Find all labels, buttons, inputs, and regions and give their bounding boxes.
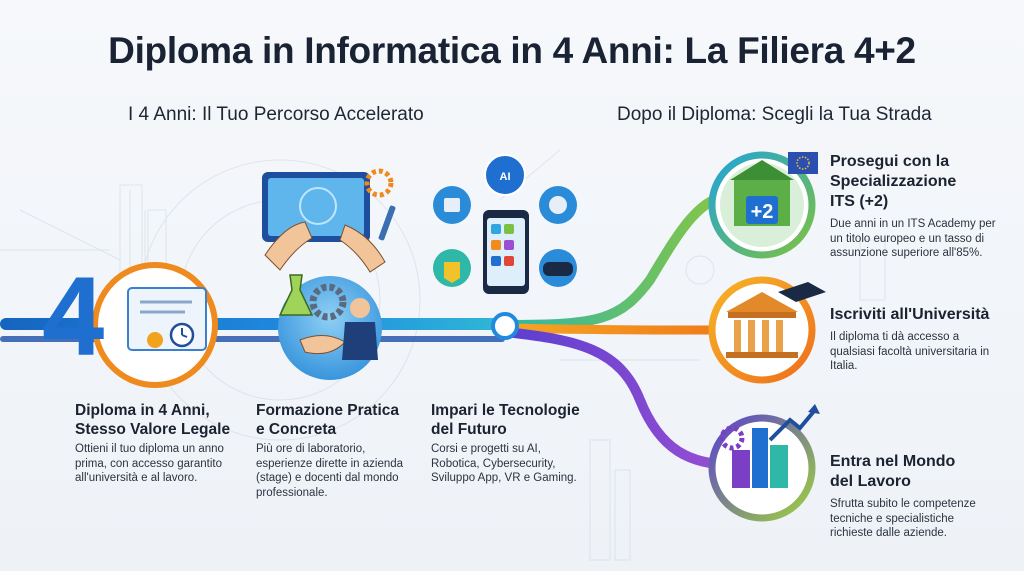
page-title: Diploma in Informatica in 4 Anni: La Fil… bbox=[108, 30, 916, 71]
handshake-lab-icon bbox=[278, 274, 382, 380]
path-work-desc: Sfrutta subito le competenze tecniche e … bbox=[830, 498, 976, 539]
path-work-line bbox=[500, 327, 740, 470]
big-four-number: 4 bbox=[42, 254, 105, 379]
university-icon bbox=[708, 276, 826, 384]
its-academy-icon bbox=[708, 151, 818, 259]
step-card-2: Formazione Pratica e Concreta Più ore di… bbox=[256, 401, 416, 500]
right-section-heading: Dopo il Diploma: Scegli la Tua Strada bbox=[617, 104, 932, 125]
path-university-title: Iscriviti all'Università bbox=[830, 306, 990, 323]
step-card-3: Impari le Tecnologie del Futuro Corsi e … bbox=[431, 401, 591, 486]
ai-label: AI bbox=[500, 171, 511, 183]
its-badge: +2 bbox=[751, 201, 774, 223]
diploma-certificate-icon bbox=[92, 262, 218, 388]
step-card-1: Diploma in 4 Anni, Stesso Valore Legale … bbox=[75, 401, 245, 486]
step-3-desc: Corsi e progetti su AI, Robotica, Cybers… bbox=[431, 443, 577, 484]
left-section-heading: I 4 Anni: Il Tuo Percorso Accelerato bbox=[128, 104, 424, 125]
step-3-title: Impari le Tecnologie del Futuro bbox=[431, 402, 580, 438]
path-its-title: Prosegui con la Specializzazione ITS (+2… bbox=[830, 153, 957, 210]
step-2-title: Formazione Pratica e Concreta bbox=[256, 402, 399, 438]
path-card-work: Entra nel Mondo del Lavoro Sfrutta subit… bbox=[830, 452, 1000, 541]
step-2-desc: Più ore di laboratorio, esperienze diret… bbox=[256, 443, 404, 499]
step-1-desc: Ottieni il tuo diploma un anno prima, co… bbox=[75, 443, 224, 484]
tablet-hands-icon bbox=[262, 168, 396, 273]
timeline-node bbox=[491, 312, 519, 340]
step-1-title: Diploma in 4 Anni, Stesso Valore Legale bbox=[75, 402, 231, 438]
path-university-desc: Il diploma ti dà accesso a qualsiasi fac… bbox=[830, 331, 990, 372]
path-card-university: Iscriviti all'Università Il diploma ti d… bbox=[830, 305, 1000, 374]
path-work-title: Entra nel Mondo del Lavoro bbox=[830, 453, 956, 490]
path-its-desc: Due anni in un ITS Academy per un titolo… bbox=[830, 218, 996, 259]
path-its-line bbox=[500, 190, 740, 330]
path-university-line bbox=[500, 323, 725, 335]
path-card-its: Prosegui con la Specializzazione ITS (+2… bbox=[830, 152, 1000, 261]
technology-phone-icon bbox=[433, 154, 577, 294]
city-growth-icon bbox=[708, 404, 820, 522]
